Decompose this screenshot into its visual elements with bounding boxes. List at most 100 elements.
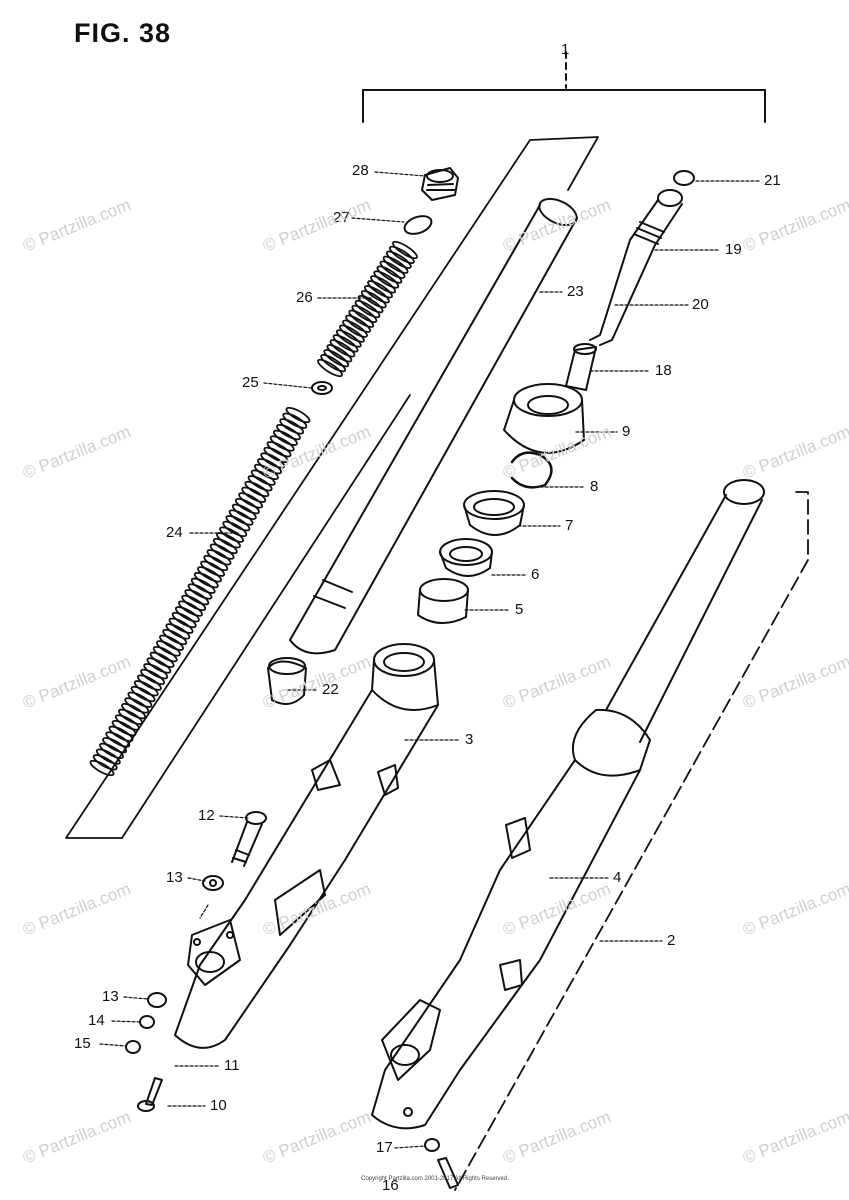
- callout-3: 3: [465, 731, 474, 748]
- part-5-guide-bushing: [417, 578, 469, 624]
- spring-coil: [338, 324, 365, 343]
- spring-coil: [238, 492, 264, 509]
- part-16-drain-screw: [437, 1157, 459, 1189]
- callout-11: 11: [224, 1057, 240, 1074]
- part-18-rebound-spring: [565, 346, 597, 391]
- spring-coil: [178, 600, 203, 617]
- spring-coil: [89, 759, 115, 777]
- spring-coil: [149, 651, 175, 668]
- callout-15: 15: [74, 1035, 91, 1052]
- callout-24: 24: [166, 524, 183, 541]
- part-3-outer-tube-left: [174, 643, 439, 1049]
- spring-coil: [146, 657, 172, 674]
- spring-coil: [124, 697, 150, 714]
- spring-coil: [342, 319, 368, 338]
- spring-coil: [209, 543, 235, 560]
- callout-8: 8: [590, 478, 599, 495]
- part-27-o-ring: [403, 215, 433, 235]
- part-20-damper-rod: [589, 189, 683, 346]
- spring-coil: [370, 275, 397, 294]
- spring-coil: [99, 742, 124, 760]
- callout-27: 27: [333, 209, 350, 226]
- spring-coil: [105, 731, 131, 748]
- spring-coil: [317, 358, 343, 378]
- spring-coil: [335, 329, 362, 348]
- spring-coil: [332, 334, 359, 353]
- spring-coil: [279, 418, 305, 435]
- spring-coil: [234, 497, 260, 515]
- callout-5: 5: [515, 601, 524, 618]
- callout-13-lower: 13: [102, 988, 119, 1005]
- spring-coil: [165, 623, 191, 640]
- callout-22: 22: [322, 681, 339, 698]
- spring-coil: [108, 725, 134, 742]
- spring-coil: [241, 486, 267, 503]
- spring-coil: [136, 674, 162, 691]
- spring-coil: [216, 532, 241, 549]
- assembly-bracket: [362, 51, 766, 123]
- part-21-nut: [673, 170, 695, 186]
- part-7-oil-seal: [463, 490, 525, 536]
- part-13-washer-bottom: [147, 992, 167, 1008]
- spring-coil: [168, 617, 194, 634]
- spring-coil: [345, 314, 372, 333]
- callout-7: 7: [565, 517, 574, 534]
- spring-coil: [121, 702, 147, 720]
- spring-coil: [244, 480, 270, 498]
- spring-coil: [162, 628, 188, 646]
- leader-lines: [99, 171, 761, 1149]
- spring-coil: [357, 294, 384, 314]
- callout-12: 12: [198, 807, 215, 824]
- part-26-spring: [325, 245, 405, 370]
- callout-1: 1: [561, 41, 570, 58]
- spring-coil: [127, 691, 153, 708]
- spring-coil: [367, 280, 393, 299]
- spring-coil: [231, 503, 257, 520]
- spring-coil: [379, 260, 406, 279]
- spring-coil: [133, 680, 159, 697]
- part-6-washer: [439, 538, 493, 577]
- spring-coil: [257, 458, 282, 475]
- spring-coil: [200, 560, 226, 577]
- spring-coil: [266, 441, 292, 458]
- spring-coil: [184, 589, 210, 606]
- spring-coil: [392, 240, 418, 260]
- spring-coil: [323, 349, 350, 368]
- spring-coil: [155, 640, 181, 657]
- spring-coil: [326, 344, 353, 363]
- spring-coil: [382, 255, 409, 274]
- spring-coil: [219, 526, 245, 543]
- part-26-spring-coils: [317, 240, 418, 378]
- part-12-axle-pinch-bolt: [231, 811, 267, 867]
- spring-coil: [385, 250, 412, 269]
- part-14-washer: [139, 1015, 155, 1029]
- spring-coil: [348, 309, 375, 328]
- spring-coil: [276, 423, 301, 441]
- spring-group-outline: [65, 136, 599, 839]
- part-9-dust-seal: [503, 383, 585, 454]
- spring-coil: [95, 748, 121, 765]
- callout-16: 16: [382, 1177, 399, 1194]
- callout-14: 14: [88, 1012, 105, 1029]
- spring-coil: [263, 446, 289, 464]
- callout-23: 23: [567, 283, 584, 300]
- spring-coil: [388, 245, 415, 265]
- part-23-inner-tube: [289, 197, 578, 655]
- spring-coil: [260, 452, 286, 469]
- spring-coil: [111, 719, 137, 737]
- spring-coil: [193, 571, 219, 589]
- spring-coil: [329, 339, 356, 358]
- part-28-cap-bolt: [421, 167, 459, 201]
- spring-coil: [247, 475, 273, 492]
- spring-coil: [225, 515, 251, 532]
- part-8-circlip: [510, 451, 553, 489]
- spring-coil: [203, 554, 229, 572]
- part-10-drain-bolt: [137, 1077, 163, 1112]
- callout-6: 6: [531, 566, 540, 583]
- callout-2: 2: [667, 932, 676, 949]
- spring-coil: [351, 304, 378, 324]
- spring-coil: [269, 435, 295, 452]
- spring-coil: [190, 577, 216, 594]
- callout-25: 25: [242, 374, 259, 391]
